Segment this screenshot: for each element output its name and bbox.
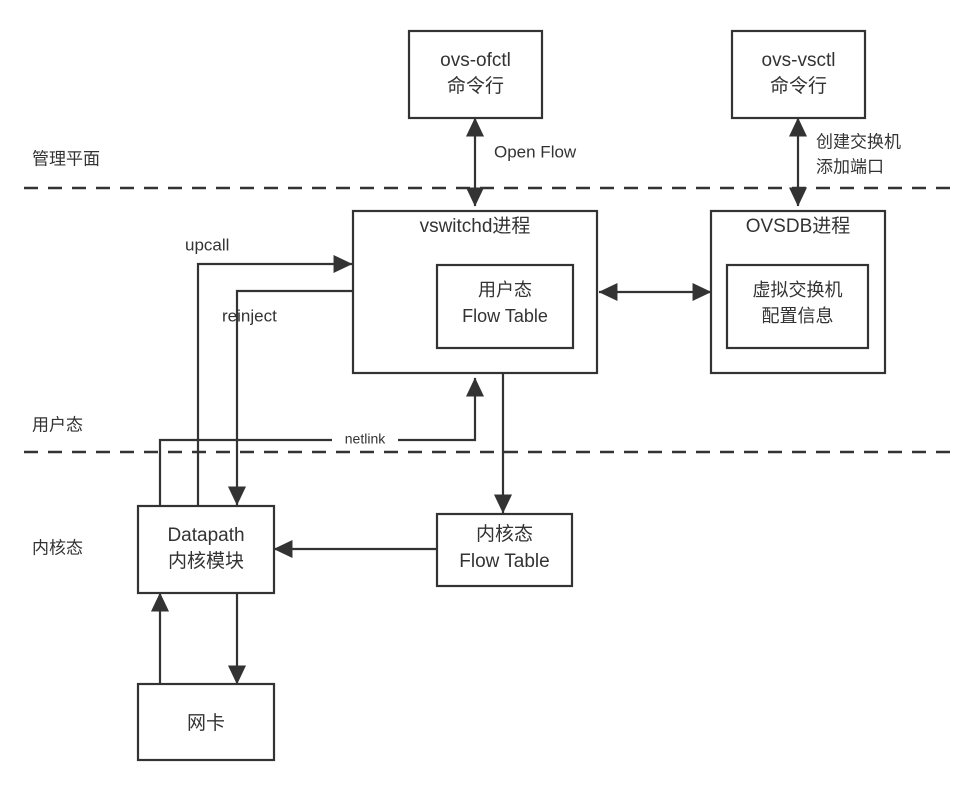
edge-label-vsctl-actions-line2: 添加端口 bbox=[816, 157, 884, 176]
node-switch-config-label-line2: 配置信息 bbox=[762, 306, 834, 326]
node-nic-label: 网卡 bbox=[187, 712, 225, 734]
node-vswitchd[interactable]: vswitchd进程 用户态 Flow Table bbox=[351, 209, 599, 375]
node-ovs-vsctl-rect[interactable] bbox=[730, 29, 867, 120]
node-ovs-ofctl[interactable]: ovs-ofctl 命令行 bbox=[407, 29, 544, 120]
plane-label-management: 管理平面 bbox=[32, 149, 100, 168]
node-nic-rect[interactable] bbox=[136, 682, 276, 762]
node-user-flow-table-rect[interactable] bbox=[435, 263, 575, 350]
edge-upcall-arrow bbox=[196, 254, 353, 505]
node-ovs-ofctl-label-line2: 命令行 bbox=[447, 75, 504, 97]
node-ovs-ofctl-label-line1: ovs-ofctl bbox=[440, 50, 511, 71]
node-ovsdb[interactable]: OVSDB进程 虚拟交换机 配置信息 bbox=[709, 209, 887, 375]
edge-label-netlink: netlink bbox=[345, 431, 386, 447]
node-kernel-flow-table-label-line1: 内核态 bbox=[476, 523, 533, 545]
node-datapath-label-line2: 内核模块 bbox=[168, 550, 244, 572]
node-datapath-rect[interactable] bbox=[136, 504, 276, 595]
node-vswitchd-title: vswitchd进程 bbox=[420, 215, 531, 237]
edge-reinject-arrow bbox=[227, 289, 353, 506]
node-kernel-flow-table-label-line2: Flow Table bbox=[459, 551, 549, 572]
node-kernel-flow-table-rect[interactable] bbox=[435, 512, 574, 588]
node-ovs-ofctl-rect[interactable] bbox=[407, 29, 544, 120]
plane-label-user: 用户态 bbox=[32, 415, 83, 434]
node-datapath[interactable]: Datapath 内核模块 bbox=[136, 504, 276, 595]
node-user-flow-table-label-line2: Flow Table bbox=[462, 306, 548, 326]
edge-label-open-flow: Open Flow bbox=[494, 142, 577, 161]
edge-label-netlink-backdrop bbox=[332, 430, 398, 450]
node-switch-config-label-line1: 虚拟交换机 bbox=[753, 280, 843, 300]
node-user-flow-table-label-line1: 用户态 bbox=[478, 280, 532, 300]
edge-label-upcall: upcall bbox=[185, 235, 229, 254]
node-ovsdb-title: OVSDB进程 bbox=[746, 215, 851, 237]
edge-label-vsctl-actions-line1: 创建交换机 bbox=[816, 132, 901, 151]
node-ovs-vsctl[interactable]: ovs-vsctl 命令行 bbox=[730, 29, 867, 120]
node-ovs-vsctl-label-line1: ovs-vsctl bbox=[762, 50, 836, 71]
node-ovs-vsctl-label-line2: 命令行 bbox=[770, 75, 827, 97]
node-switch-config[interactable]: 虚拟交换机 配置信息 bbox=[725, 263, 870, 350]
node-switch-config-rect[interactable] bbox=[725, 263, 870, 350]
node-nic[interactable]: 网卡 bbox=[136, 682, 276, 762]
node-kernel-flow-table[interactable]: 内核态 Flow Table bbox=[435, 512, 574, 588]
node-user-flow-table[interactable]: 用户态 Flow Table bbox=[435, 263, 575, 350]
plane-label-kernel: 内核态 bbox=[32, 538, 83, 557]
node-datapath-label-line1: Datapath bbox=[167, 525, 244, 546]
edge-label-reinject: reinject bbox=[222, 306, 277, 325]
edge-netlink-line bbox=[158, 377, 485, 505]
